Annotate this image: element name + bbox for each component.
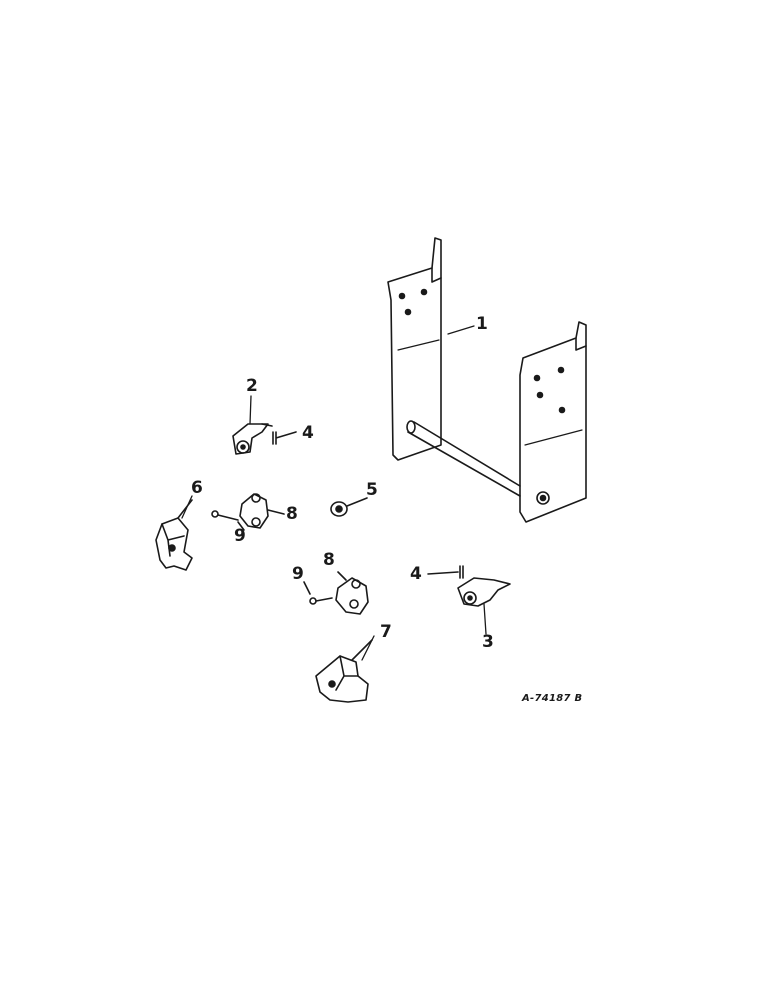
callout-9-lower: 9 — [292, 564, 304, 584]
part-8-coupling-upper — [239, 493, 285, 529]
part-6-bracket — [155, 499, 193, 571]
callout-3: 3 — [482, 632, 494, 652]
callout-8-lower: 8 — [323, 550, 335, 570]
part-4-pin-upper — [272, 431, 297, 445]
part-7-bracket — [315, 639, 373, 703]
callout-2: 2 — [246, 376, 258, 396]
part-9-bolt-upper — [211, 510, 245, 531]
callout-9-upper: 9 — [234, 526, 246, 546]
part-9-bolt-lower — [303, 581, 333, 605]
part-5-nut — [330, 497, 368, 517]
leader-lines — [181, 325, 487, 661]
callout-7: 7 — [380, 622, 392, 642]
callout-8-upper: 8 — [286, 504, 298, 524]
figure-id: A-74187 B — [522, 693, 583, 704]
part-2-arm — [232, 423, 273, 455]
callout-1: 1 — [476, 314, 488, 334]
callout-4-upper: 4 — [302, 423, 314, 443]
callout-5: 5 — [366, 480, 378, 500]
part-8-coupling-lower — [335, 571, 369, 615]
part-3-arm — [457, 577, 511, 607]
part-1-frame — [387, 237, 587, 523]
callout-4-lower: 4 — [410, 564, 422, 584]
part-4-pin-lower — [427, 565, 464, 579]
callout-6: 6 — [191, 478, 203, 498]
